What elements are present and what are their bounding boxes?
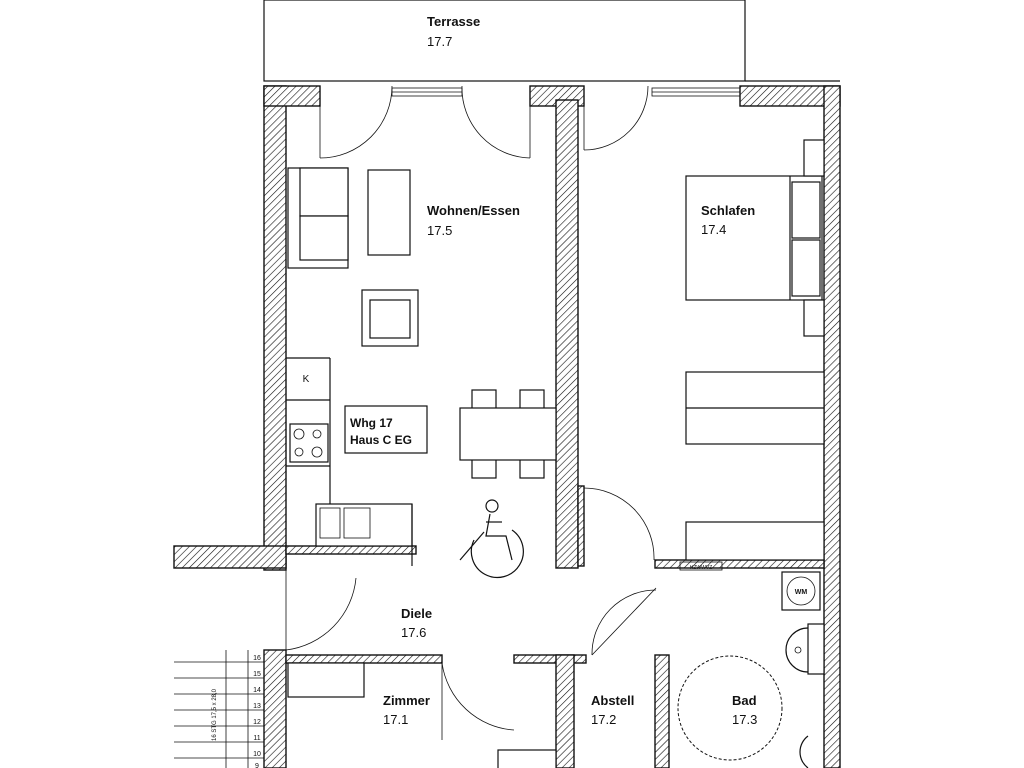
armchair: [361, 289, 419, 347]
washing-machine: [781, 571, 821, 611]
room-number-bad: 17.3: [732, 712, 757, 727]
kitchen-counter: [286, 357, 413, 566]
cabinet: [497, 749, 557, 768]
terrace-outline: [263, 0, 746, 82]
room-number-abstell: 17.2: [591, 712, 616, 727]
room-name-abstell: Abstell: [591, 693, 634, 708]
stair-step-11: 11: [253, 735, 260, 742]
doors: [285, 85, 657, 740]
apartment-tag-frame: [344, 405, 428, 454]
exterior-walls: [173, 85, 841, 768]
wheelchair-accessibility-icon: [459, 499, 524, 579]
toilet: [799, 735, 809, 768]
wardrobe: [685, 371, 825, 561]
sofa: [287, 167, 349, 269]
interior-walls: [285, 485, 825, 768]
washing-machine-label: WM: [795, 589, 808, 596]
staircase: [174, 650, 264, 768]
apartment-tag-line2: Haus C EG: [350, 433, 412, 447]
meter-box: [679, 561, 723, 571]
desk: [287, 662, 365, 698]
room-name-wohnen: Wohnen/Essen: [427, 203, 520, 218]
room-number-terrasse: 17.7: [427, 34, 452, 49]
room-name-bad: Bad: [732, 693, 757, 708]
washbasin: [785, 623, 825, 675]
room-number-zimmer: 17.1: [383, 712, 408, 727]
turning-circle: [677, 655, 783, 761]
room-number-schlafen: 17.4: [701, 222, 726, 237]
stair-note: 16 STG 17,5 x 28,0: [212, 688, 218, 741]
room-name-diele: Diele: [401, 606, 432, 621]
stair-step-14: 14: [253, 687, 261, 694]
coffee-table: [367, 169, 411, 256]
stair-step-12: 12: [253, 719, 261, 726]
stair-step-10: 10: [253, 751, 261, 758]
stair-step-16: 16: [253, 655, 261, 662]
room-name-schlafen: Schlafen: [701, 203, 755, 218]
stair-step-15: 15: [253, 671, 261, 678]
room-number-diele: 17.6: [401, 625, 426, 640]
bed: [685, 139, 825, 337]
room-name-zimmer: Zimmer: [383, 693, 430, 708]
fridge-label: K: [303, 374, 310, 385]
stair-step-9: 9: [255, 763, 259, 768]
stair-step-13: 13: [253, 703, 261, 710]
room-name-terrasse: Terrasse: [427, 14, 480, 29]
meter-label: HZWWVZ: [690, 565, 713, 571]
room-number-wohnen: 17.5: [427, 223, 452, 238]
dining-set: [459, 389, 557, 479]
apartment-tag-line1: Whg 17: [350, 416, 393, 430]
